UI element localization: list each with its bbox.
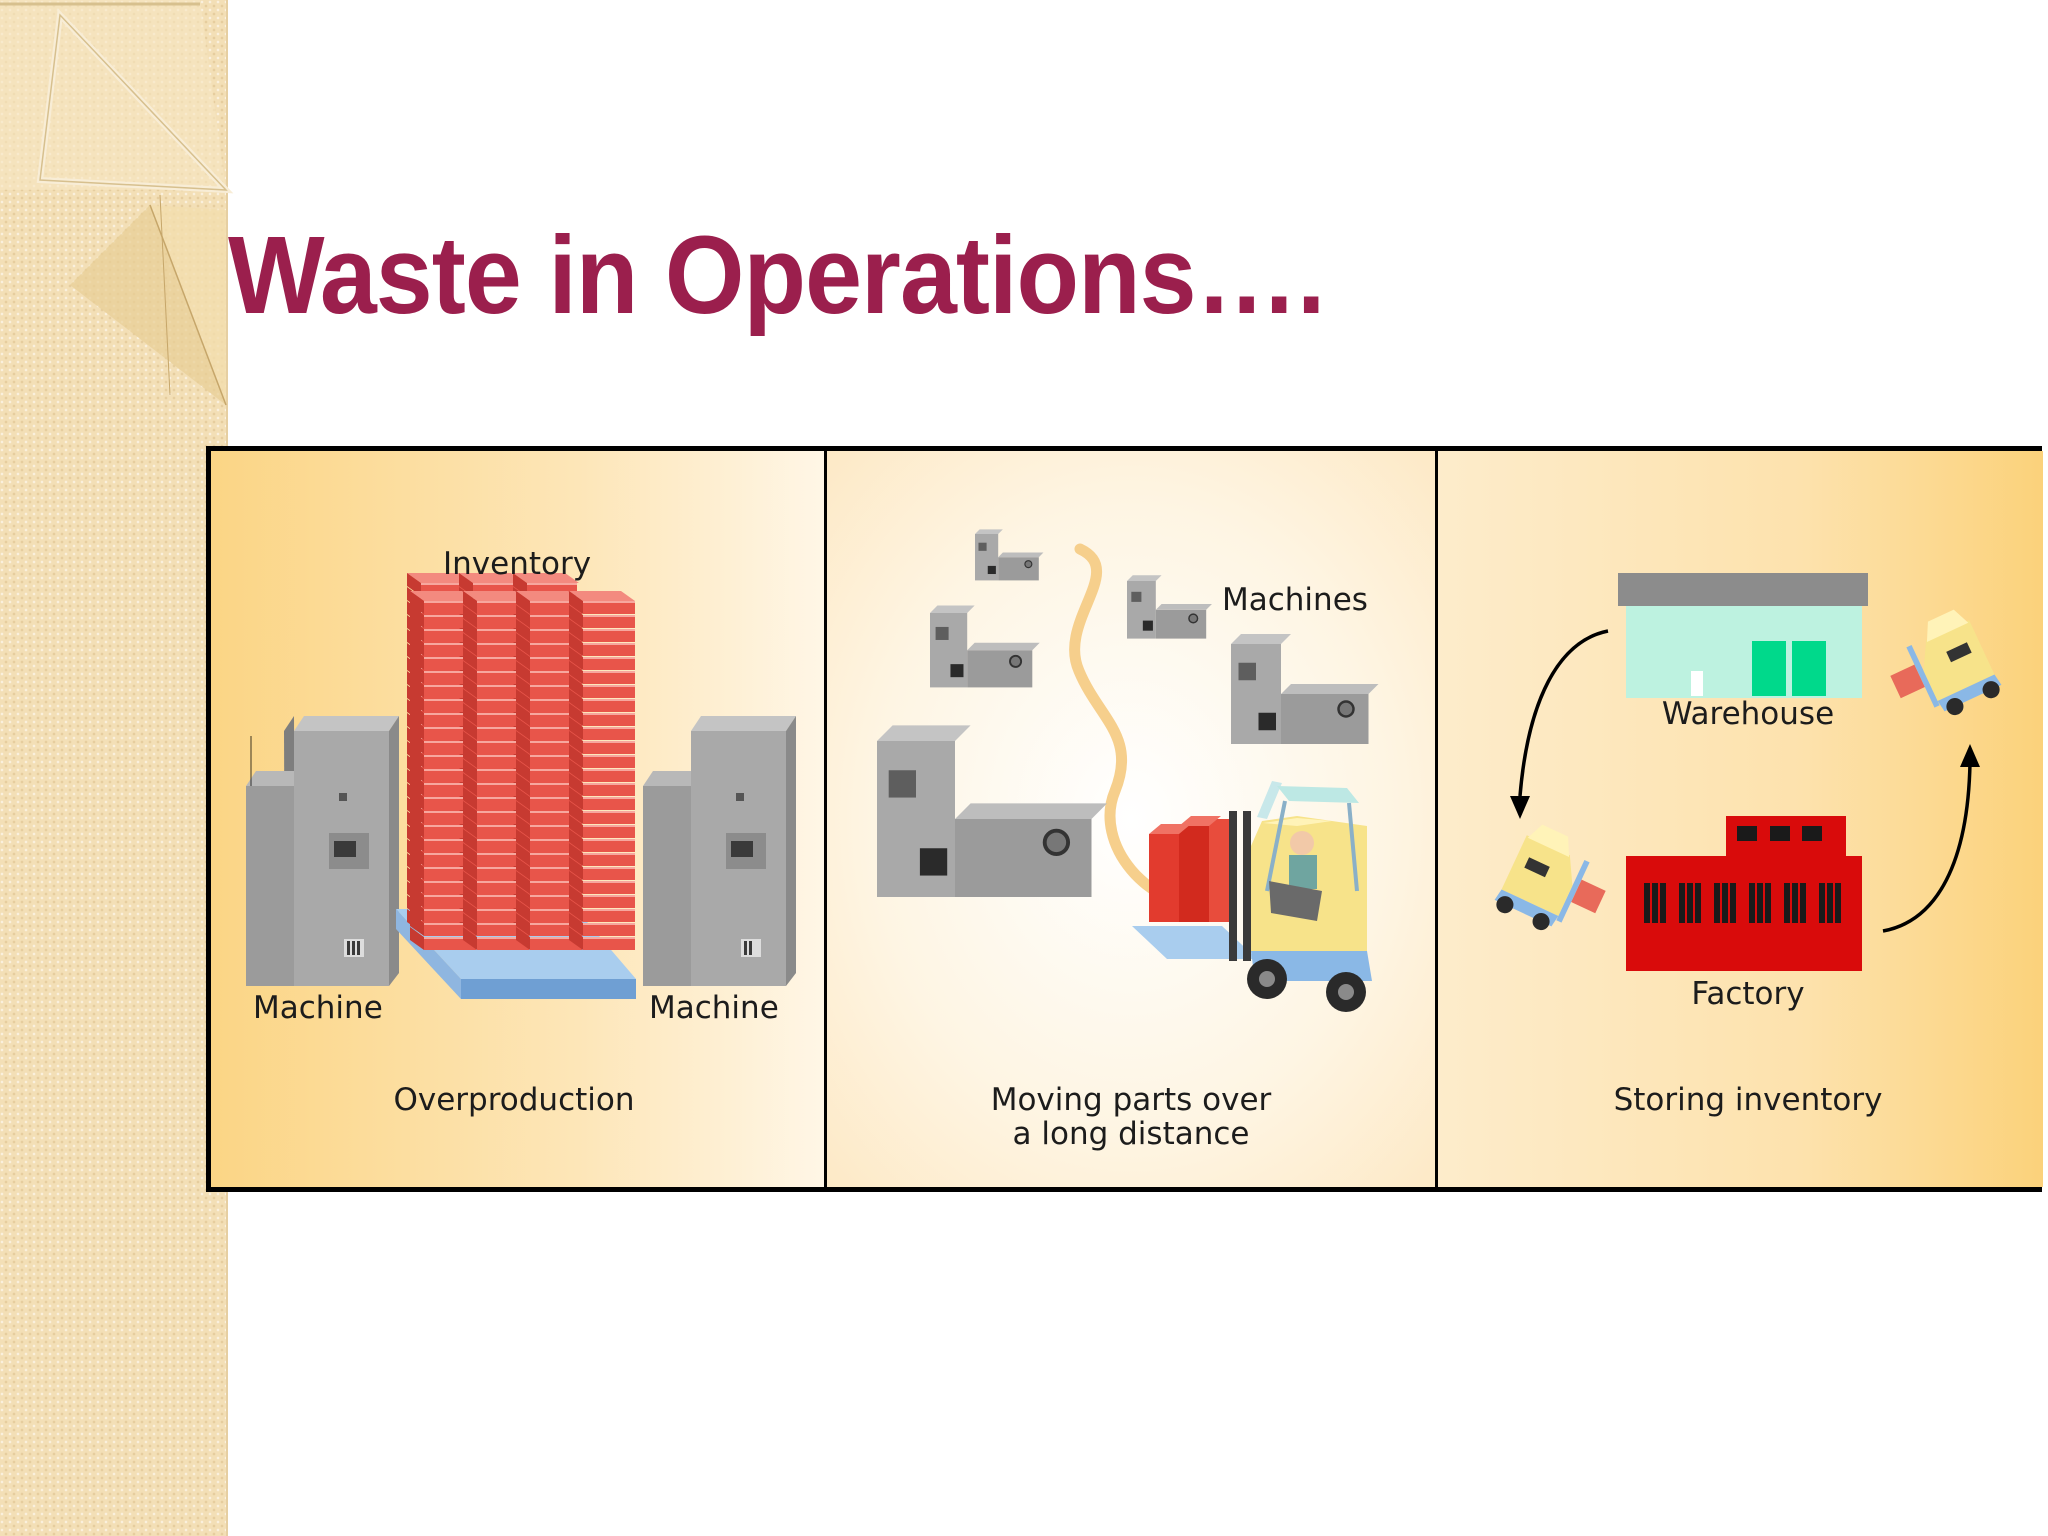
- machine-icon: [930, 605, 1040, 688]
- cycle-arrows: [1518, 629, 1972, 933]
- machine-left-label: Machine: [253, 990, 383, 1026]
- factory-label: Factory: [1691, 976, 1805, 1012]
- machine-left-icon: [246, 716, 399, 986]
- storing-caption: Storing inventory: [1613, 1082, 1883, 1118]
- machine-icon: [975, 529, 1044, 581]
- factory-icon: [1626, 816, 1862, 971]
- machines-label: Machines: [1222, 582, 1368, 618]
- storing-inventory-illustration: [1494, 573, 2002, 971]
- moving-caption-line-1: Moving parts over: [990, 1082, 1272, 1118]
- forklift-small-right-icon: [1890, 609, 2002, 716]
- moving-caption-line-2: a long distance: [1012, 1116, 1250, 1152]
- forklift-icon: [1132, 781, 1372, 1012]
- slide-title: Waste in Operations….: [228, 214, 1325, 337]
- machine-right-label: Machine: [649, 990, 779, 1026]
- machine-icon: [877, 725, 1108, 897]
- machine-icon: [1231, 634, 1379, 744]
- machine-icon: [1127, 575, 1212, 639]
- inventory-stack-icon: [407, 573, 635, 950]
- overproduction-caption: Overproduction: [393, 1082, 635, 1118]
- moving-parts-illustration: [877, 529, 1379, 1012]
- panel-overproduction: Inventory Machine Machine Overproduction: [211, 451, 827, 1187]
- panel-storing-inventory: Warehouse Factory Storing inventory: [1438, 451, 2043, 1187]
- arrow-head-down-icon: [1510, 796, 1530, 819]
- machine-right-icon: [643, 716, 796, 986]
- forklift-small-left-icon: [1494, 824, 1606, 931]
- warehouse-label: Warehouse: [1661, 696, 1835, 732]
- waste-illustration: Inventory Machine Machine Overproduction: [206, 446, 2043, 1192]
- travel-path: [1069, 543, 1221, 912]
- warehouse-icon: [1618, 573, 1868, 698]
- arrow-head-up-icon: [1960, 744, 1980, 767]
- panel-moving-parts: Machines Moving parts over a long distan…: [827, 451, 1438, 1187]
- cargo-boxes: [1149, 816, 1237, 922]
- overproduction-illustration: [246, 573, 796, 999]
- inventory-label: Inventory: [443, 546, 592, 582]
- folded-paper-ornament: [0, 0, 234, 406]
